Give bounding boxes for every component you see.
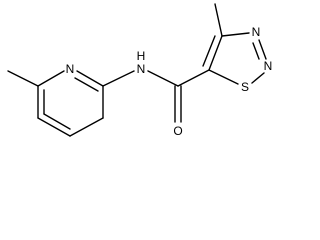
bond-pyridine-c4-c5-b <box>43 113 71 130</box>
atom-thiadiazole-sulfur: S <box>241 80 249 94</box>
atom-amide-nitrogen: N <box>137 62 146 76</box>
bonds <box>7 3 267 137</box>
bond-thiadiazole-methyl <box>214 3 223 37</box>
atom-labels: N N H O N N S <box>66 25 273 138</box>
bond-pyridine-n1-c2-a <box>76 70 104 87</box>
bond-pyridine-methyl <box>7 70 39 87</box>
bond-nh-carbonyl <box>147 70 179 87</box>
bond-pyridine-n1-c2-b <box>74 77 99 92</box>
bond-s-c5 <box>208 69 239 85</box>
chemical-structure-diagram: N N H O N N S <box>7 3 273 138</box>
atom-thiadiazole-n3: N <box>252 25 261 39</box>
bond-pyridine-c6-n1 <box>37 70 65 87</box>
bond-pyridine-c3-c4 <box>69 117 104 137</box>
atom-amide-hydrogen: H <box>137 49 146 63</box>
bond-n3-n2-b <box>252 42 260 60</box>
bond-pyridine-nh <box>102 70 135 87</box>
bond-carbonyl-c5 <box>177 69 210 87</box>
bond-pyridine-c4-c5-a <box>37 117 71 137</box>
bond-c5-c4-a <box>208 35 223 71</box>
bond-n3-n2-a <box>258 39 267 60</box>
atom-carbonyl-oxygen: O <box>173 124 182 138</box>
bond-c5-c4-b <box>202 35 216 67</box>
atom-thiadiazole-n2: N <box>264 59 273 73</box>
atom-pyridine-nitrogen: N <box>66 62 75 76</box>
bond-n2-s <box>251 72 265 84</box>
bond-c4-n3 <box>221 32 250 37</box>
